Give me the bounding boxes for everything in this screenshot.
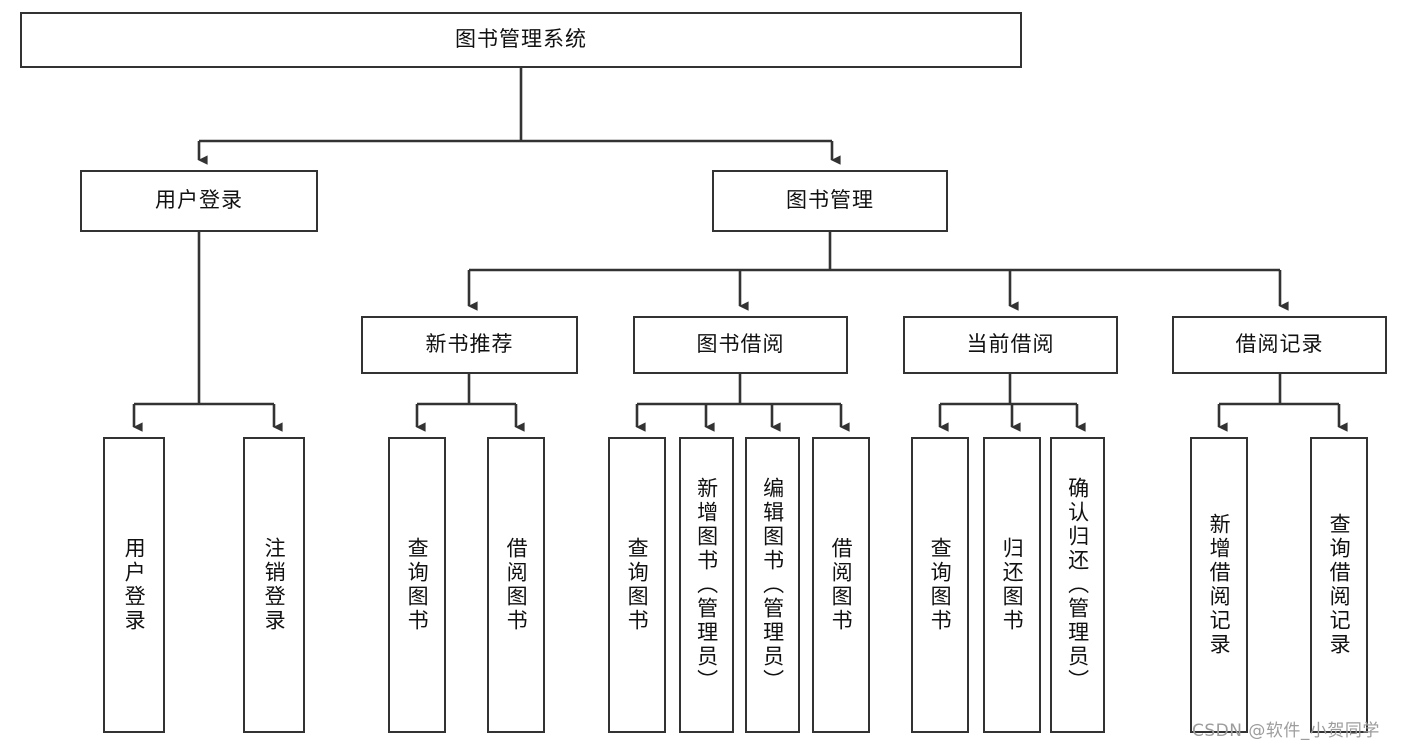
node-leaf-return-book-label: 归还图书 <box>1000 537 1025 633</box>
node-leaf-query-book-3-label: 查询图书 <box>928 537 953 633</box>
node-user-login[interactable]: 用户登录 <box>80 170 318 232</box>
node-root[interactable]: 图书管理系统 <box>20 12 1022 68</box>
node-leaf-query-record[interactable]: 查询借阅记录 <box>1310 437 1368 733</box>
node-root-label: 图书管理系统 <box>455 27 587 52</box>
node-book-borrow-label: 图书借阅 <box>696 332 785 357</box>
node-leaf-logout[interactable]: 注销登录 <box>243 437 305 733</box>
edge-group-user-login <box>132 232 283 432</box>
node-leaf-add-book-label: 新增图书（管理员） <box>694 477 719 693</box>
node-leaf-add-record[interactable]: 新增借阅记录 <box>1190 437 1248 733</box>
node-leaf-user-login[interactable]: 用户登录 <box>103 437 165 733</box>
edge-group-book-borrow <box>635 374 850 432</box>
node-leaf-query-book-2-label: 查询图书 <box>625 537 650 633</box>
node-leaf-confirm-return-label: 确认归还（管理员） <box>1065 477 1090 693</box>
node-leaf-logout-label: 注销登录 <box>262 537 287 633</box>
node-leaf-query-record-label: 查询借阅记录 <box>1327 513 1352 657</box>
node-leaf-add-book[interactable]: 新增图书（管理员） <box>679 437 734 733</box>
node-new-book-rec[interactable]: 新书推荐 <box>361 316 578 374</box>
node-current-borrow[interactable]: 当前借阅 <box>903 316 1118 374</box>
node-leaf-borrow-book-1-label: 借阅图书 <box>504 537 529 633</box>
node-leaf-edit-book-label: 编辑图书（管理员） <box>760 477 785 693</box>
node-leaf-borrow-book-1[interactable]: 借阅图书 <box>487 437 545 733</box>
edge-group-book-manage <box>467 232 1289 311</box>
node-new-book-rec-label: 新书推荐 <box>425 332 514 357</box>
node-leaf-borrow-book-2[interactable]: 借阅图书 <box>812 437 870 733</box>
node-current-borrow-label: 当前借阅 <box>966 332 1055 357</box>
node-leaf-user-login-label: 用户登录 <box>122 537 147 633</box>
node-leaf-confirm-return[interactable]: 确认归还（管理员） <box>1050 437 1105 733</box>
node-leaf-query-book-2[interactable]: 查询图书 <box>608 437 666 733</box>
node-leaf-query-book-1[interactable]: 查询图书 <box>388 437 446 733</box>
edge-group-current-borrow <box>938 374 1086 432</box>
node-leaf-edit-book[interactable]: 编辑图书（管理员） <box>745 437 800 733</box>
node-book-borrow[interactable]: 图书借阅 <box>633 316 848 374</box>
node-leaf-add-record-label: 新增借阅记录 <box>1207 513 1232 657</box>
node-borrow-record[interactable]: 借阅记录 <box>1172 316 1387 374</box>
edge-group-root <box>197 68 841 165</box>
node-book-manage-label: 图书管理 <box>786 188 874 213</box>
node-leaf-query-book-1-label: 查询图书 <box>405 537 430 633</box>
node-user-login-label: 用户登录 <box>155 188 243 213</box>
node-leaf-query-book-3[interactable]: 查询图书 <box>911 437 969 733</box>
node-book-manage[interactable]: 图书管理 <box>712 170 948 232</box>
edge-group-borrow-record <box>1217 374 1348 432</box>
watermark-text: CSDN @软件_小贺同学 <box>1192 721 1380 741</box>
node-borrow-record-label: 借阅记录 <box>1235 332 1324 357</box>
edge-group-new-book-rec <box>415 374 525 432</box>
node-leaf-return-book[interactable]: 归还图书 <box>983 437 1041 733</box>
node-leaf-borrow-book-2-label: 借阅图书 <box>829 537 854 633</box>
